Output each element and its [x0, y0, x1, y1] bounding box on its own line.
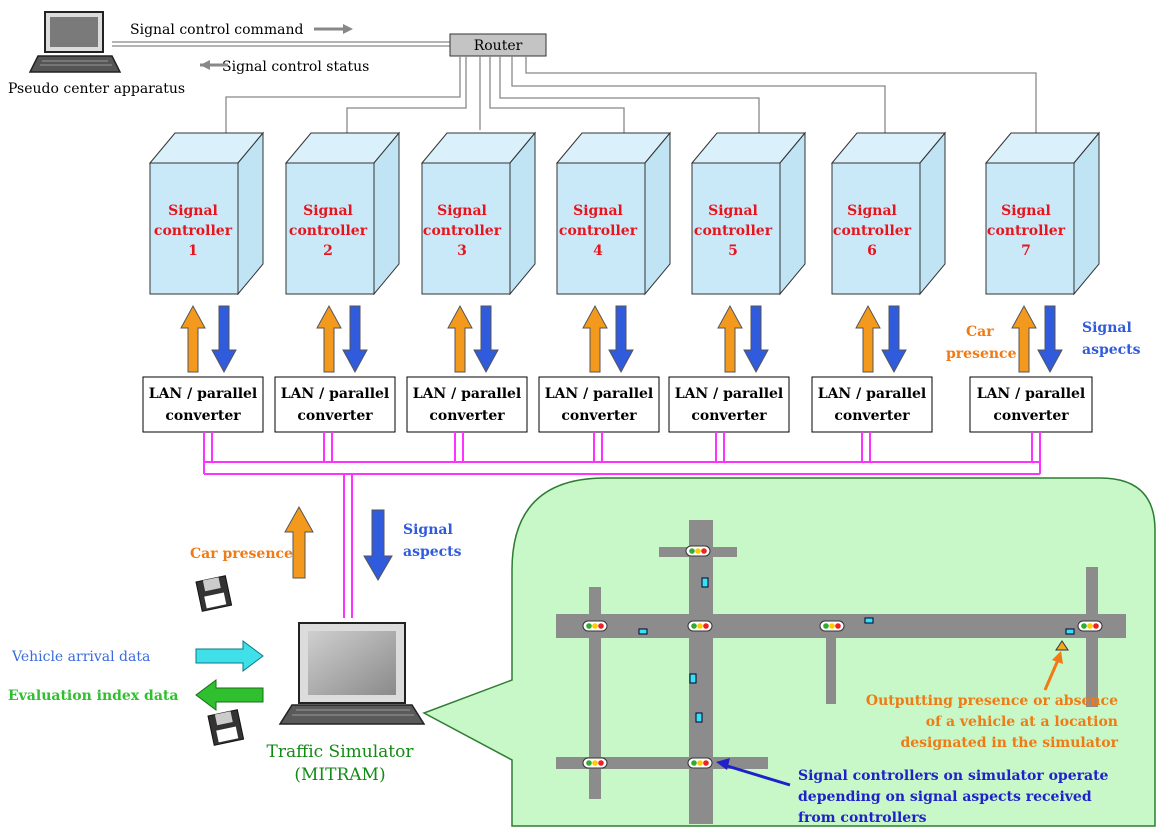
controller-2-line1: Signal: [303, 203, 353, 219]
evaluation-index-label: Evaluation index data: [8, 688, 178, 704]
detector-marker-icon: [1055, 640, 1069, 651]
evaluation-index-arrow: [195, 679, 264, 711]
signal-controller-2: [284, 131, 401, 296]
signal-controller-7: [984, 131, 1101, 296]
controller-1-number: 1: [188, 243, 198, 259]
car-presence-label: Car presence: [190, 546, 293, 562]
controller-1-line1: Signal: [168, 203, 218, 219]
converter-7-line1: LAN / parallel: [977, 386, 1086, 402]
simulator-callout: [422, 477, 1156, 827]
vehicle-arrival-label: Vehicle arrival data: [11, 649, 150, 665]
detector-pointer-arrow: [1043, 651, 1063, 691]
controller-5-number: 5: [728, 243, 738, 259]
traffic-light-icons: [582, 545, 1103, 769]
converter-7-line2: converter: [993, 408, 1069, 424]
aspects-label-bottom: aspects: [403, 544, 462, 560]
converter-6-line1: LAN / parallel: [818, 386, 927, 402]
car-label-top: Car: [966, 324, 994, 340]
router-links: [225, 56, 1037, 133]
signal-controller-4: [555, 131, 672, 296]
signal-note-line3: from controllers: [798, 810, 927, 826]
status-arrow: [200, 60, 228, 70]
signal-pointer-arrow: [716, 758, 791, 787]
converter-5-line1: LAN / parallel: [675, 386, 784, 402]
controller-5-line1: Signal: [708, 203, 758, 219]
controller-7-number: 7: [1021, 243, 1031, 259]
controller-7-line1: Signal: [1001, 203, 1051, 219]
signal-controller-3: [420, 131, 537, 296]
simulator-io-arrows: [284, 505, 393, 581]
signal-note-line2: depending on signal aspects received: [798, 789, 1092, 805]
vehicle-arrival-arrow: [195, 640, 264, 672]
converter-3-line1: LAN / parallel: [413, 386, 522, 402]
converter-5-line2: converter: [691, 408, 767, 424]
output-note-line3: designated in the simulator: [900, 735, 1118, 751]
signal-note-line1: Signal controllers on simulator operate: [798, 768, 1109, 784]
aspects-label-top: aspects: [1082, 342, 1141, 358]
signal-label-top: Signal: [1082, 320, 1132, 336]
converter-4-line1: LAN / parallel: [545, 386, 654, 402]
controller-3-number: 3: [457, 243, 467, 259]
converter-1-line1: LAN / parallel: [149, 386, 258, 402]
parallel-bus: [203, 432, 1041, 618]
controller-3-line2: controller: [423, 223, 502, 239]
floppy-disk-icon-bottom: [207, 709, 245, 746]
controller-4-line1: Signal: [573, 203, 623, 219]
simulator-name: Traffic Simulator: [267, 742, 415, 762]
floppy-disk-icon-top: [195, 575, 233, 612]
converter-2-line2: converter: [297, 408, 373, 424]
controller-5-line2: controller: [694, 223, 773, 239]
converter-6-line2: converter: [834, 408, 910, 424]
command-arrow: [314, 24, 353, 34]
output-note-line2: of a vehicle at a location: [926, 714, 1118, 730]
controller-3-line1: Signal: [437, 203, 487, 219]
controller-io-arrows: [180, 304, 1063, 374]
controller-6-line2: controller: [833, 223, 912, 239]
converter-2-line1: LAN / parallel: [281, 386, 390, 402]
controller-1-line2: controller: [154, 223, 233, 239]
signal-control-status-label: Signal control status: [222, 59, 369, 75]
traffic-simulator-laptop-icon: [278, 622, 426, 725]
signal-controller-5: [690, 131, 807, 296]
simulator-name-sub: (MITRAM): [294, 765, 385, 785]
signal-controller-6: [830, 131, 947, 296]
pseudo-center-label: Pseudo center apparatus: [8, 81, 185, 97]
controller-4-number: 4: [593, 243, 603, 259]
controller-6-number: 6: [867, 243, 877, 259]
router-box: [449, 33, 547, 57]
vehicle-icons: [638, 577, 1075, 723]
controller-6-line1: Signal: [847, 203, 897, 219]
controller-4-line2: controller: [559, 223, 638, 239]
signal-control-command-label: Signal control command: [130, 22, 303, 38]
output-note-line1: Outputting presence or absence: [866, 693, 1118, 709]
road-network: [556, 520, 1126, 824]
controller-7-line2: controller: [987, 223, 1066, 239]
controller-2-line2: controller: [289, 223, 368, 239]
converter-3-line2: converter: [429, 408, 505, 424]
signal-controller-1: [148, 131, 265, 296]
converter-1-line2: converter: [165, 408, 241, 424]
controller-2-number: 2: [323, 243, 333, 259]
signal-label-bottom: Signal: [403, 522, 453, 538]
router-label: Router: [474, 38, 523, 54]
presence-label-top: presence: [946, 346, 1017, 362]
pseudo-center-laptop-icon: [28, 11, 122, 73]
converter-4-line2: converter: [561, 408, 637, 424]
